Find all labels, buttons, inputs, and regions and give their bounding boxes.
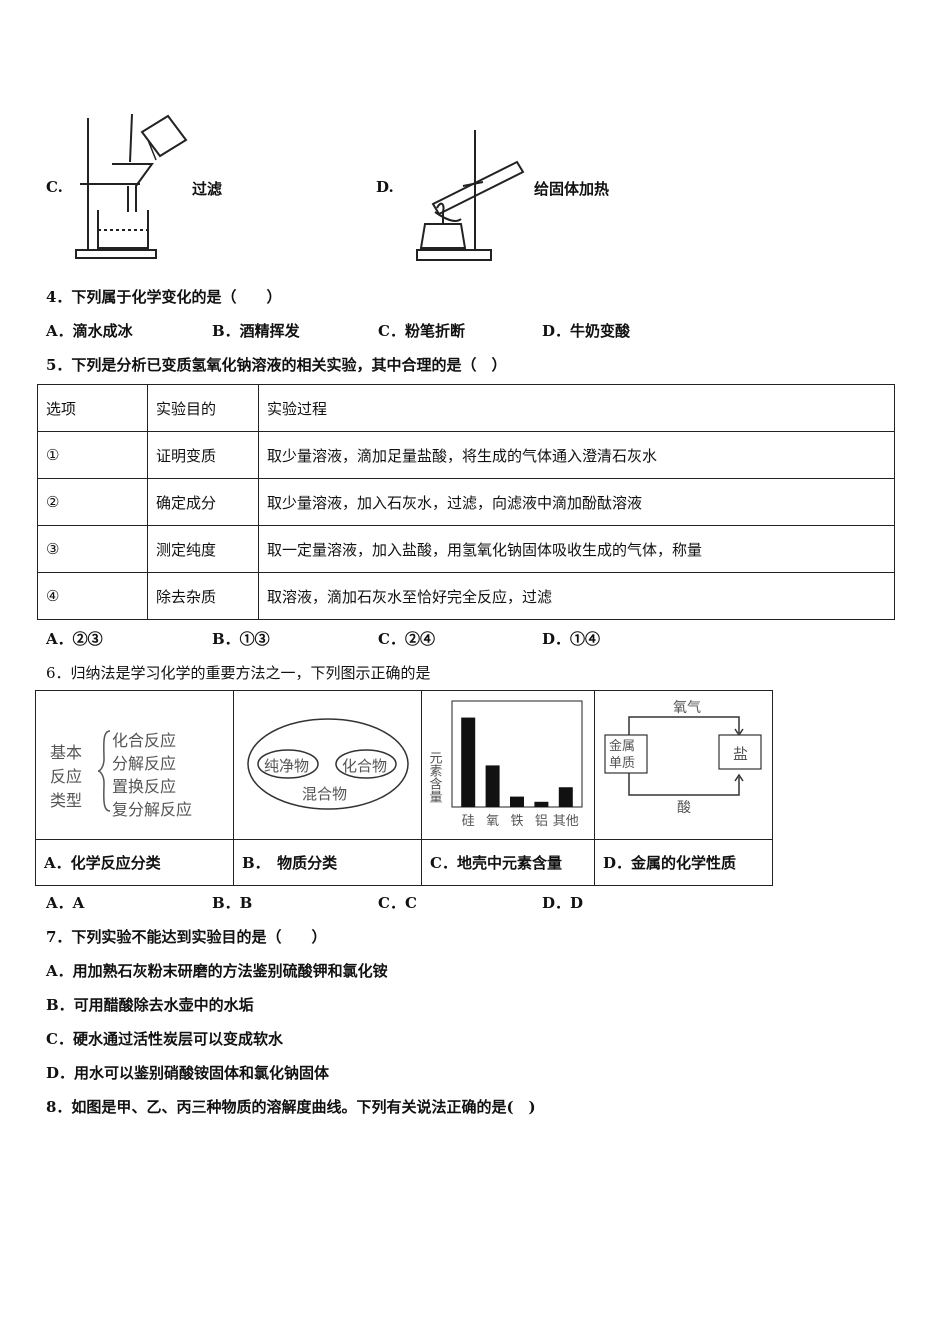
fig-d-left-box: 金属单质 [609, 739, 636, 771]
table-header-cell: 实验过程 [258, 384, 895, 432]
chart-category-label: 氧 [486, 814, 499, 829]
table-row: ④ 除去杂质 取溶液，滴加石灰水至恰好完全反应，过滤 [37, 572, 895, 620]
experiment-table: 选项 实验目的 实验过程 ① 证明变质 取少量溶液，滴加足量盐酸，将生成的气体通… [37, 384, 895, 620]
q5-option-b[interactable]: B．①③ [212, 630, 270, 648]
q6-option-d[interactable]: D．D [542, 894, 584, 912]
fig-d-top-label: 氧气 [673, 700, 701, 716]
filtration-apparatus-illustration [75, 113, 188, 259]
q7-option-d[interactable]: D．用水可以鉴别硝酸铵固体和氯化钠固体 [46, 1064, 330, 1082]
crust-element-bar-chart: 元素含量 硅氧铁铝其他 [427, 700, 583, 829]
question-6-stem: 6．归纳法是学习化学的重要方法之一，下列图示正确的是 [46, 664, 431, 682]
figure-c-caption: C．地壳中元素含量 [422, 839, 595, 886]
fig-a-item-3: 置换反应 [112, 777, 177, 796]
q6-figure-grid: 基本 反应 类型 化合反应 分解反应 置换反应 复分解反应 纯净物 化合物 混合… [35, 690, 773, 886]
fig-a-item-1: 化合反应 [112, 731, 177, 750]
q7-option-a[interactable]: A．用加熟石灰粉末研磨的方法鉴别硫酸钾和氯化铵 [46, 962, 388, 980]
metal-property-diagram [604, 716, 762, 796]
q7-option-b[interactable]: B．可用醋酸除去水壶中的水垢 [46, 996, 254, 1014]
q4-option-a[interactable]: A．滴水成冰 [46, 322, 133, 340]
table-cell: 除去杂质 [147, 572, 259, 620]
fig-a-left-line-2: 反应 [50, 767, 83, 786]
heating-solid-apparatus-illustration [416, 130, 525, 261]
figure-c-crust-elements-chart: 元素含量 硅氧铁铝其他 [422, 691, 595, 839]
question-7-stem: 7．下列实验不能达到实验目的是（ ） [46, 928, 327, 946]
q6-option-a[interactable]: A．A [46, 894, 85, 912]
fig-d-bottom-label: 酸 [677, 800, 691, 816]
figure-d-metal-properties: 氧气 金属单质 盐 酸 [595, 691, 773, 839]
fig-a-item-4: 复分解反应 [112, 800, 193, 819]
table-cell: ③ [37, 525, 148, 573]
q6-option-c[interactable]: C．C [378, 894, 417, 912]
q5-option-a[interactable]: A．②③ [46, 630, 103, 648]
q4-option-c[interactable]: C．粉笔折断 [378, 322, 465, 340]
fig-d-right-box: 盐 [733, 745, 749, 763]
fig-b-outer: 混合物 [302, 785, 348, 803]
option-c-letter: C. [46, 178, 63, 196]
filtration-label: 过滤 [192, 180, 223, 198]
table-row: ② 确定成分 取少量溶液，加入石灰水，过滤，向滤液中滴加酚酞溶液 [37, 478, 895, 526]
table-header-row: 选项 实验目的 实验过程 [37, 384, 895, 432]
q6-option-b[interactable]: B．B [212, 894, 253, 912]
question-4-stem: 4．下列属于化学变化的是（ ） [46, 288, 282, 306]
chart-category-label: 铝 [535, 814, 548, 829]
figure-d-caption: D．金属的化学性质 [595, 839, 773, 886]
ellipse-diagram [247, 718, 409, 810]
q5-option-c[interactable]: C．②④ [378, 630, 435, 648]
table-cell: 确定成分 [147, 478, 259, 526]
q7-option-c[interactable]: C．硬水通过活性炭层可以变成软水 [46, 1030, 283, 1048]
fig-b-inner-right: 化合物 [342, 757, 388, 775]
table-cell: 取少量溶液，滴加足量盐酸，将生成的气体通入澄清石灰水 [258, 431, 895, 479]
q4-option-d[interactable]: D．牛奶变酸 [542, 322, 631, 340]
curly-brace-icon [97, 730, 111, 812]
table-header-cell: 实验目的 [147, 384, 259, 432]
chart-bar [558, 787, 573, 807]
fig-a-left-line-3: 类型 [50, 791, 83, 810]
chart-category-label: 铁 [510, 814, 523, 829]
chart-bar [461, 717, 476, 807]
table-cell: 取一定量溶液，加入盐酸，用氢氧化钠固体吸收生成的气体，称量 [258, 525, 895, 573]
question-5-stem: 5．下列是分析已变质氢氧化钠溶液的相关实验，其中合理的是（ ） [46, 356, 507, 374]
table-cell: 证明变质 [147, 431, 259, 479]
figure-b-caption: B． 物质分类 [234, 839, 422, 886]
table-header-cell: 选项 [37, 384, 148, 432]
chart-bar [534, 801, 549, 807]
table-cell: 测定纯度 [147, 525, 259, 573]
question-8-stem: 8．如图是甲、乙、丙三种物质的溶解度曲线。下列有关说法正确的是( ) [46, 1098, 536, 1116]
heating-solid-label: 给固体加热 [534, 180, 610, 198]
table-row: ① 证明变质 取少量溶液，滴加足量盐酸，将生成的气体通入澄清石灰水 [37, 431, 895, 479]
fig-a-item-2: 分解反应 [112, 754, 177, 773]
fig-b-inner-left: 纯净物 [264, 757, 310, 775]
option-d-letter: D. [376, 178, 394, 196]
figure-a-caption: A．化学反应分类 [36, 839, 234, 886]
table-cell: 取少量溶液，加入石灰水，过滤，向滤液中滴加酚酞溶液 [258, 478, 895, 526]
table-cell: ② [37, 478, 148, 526]
q4-option-b[interactable]: B．酒精挥发 [212, 322, 300, 340]
figure-a-reaction-types: 基本 反应 类型 化合反应 分解反应 置换反应 复分解反应 [36, 691, 234, 839]
chart-ylabel: 元素含量 [427, 751, 443, 803]
chart-bar [485, 765, 500, 807]
figure-b-substance-classification: 纯净物 化合物 混合物 [234, 691, 422, 839]
chart-category-label: 其他 [553, 814, 579, 829]
chart-category-label: 硅 [462, 814, 475, 829]
chart-bar [510, 796, 524, 807]
table-row: ③ 测定纯度 取一定量溶液，加入盐酸，用氢氧化钠固体吸收生成的气体，称量 [37, 525, 895, 573]
fig-a-left-line-1: 基本 [50, 743, 83, 762]
table-cell: 取溶液，滴加石灰水至恰好完全反应，过滤 [258, 572, 895, 620]
table-cell: ① [37, 431, 148, 479]
table-cell: ④ [37, 572, 148, 620]
q5-option-d[interactable]: D．①④ [542, 630, 601, 648]
